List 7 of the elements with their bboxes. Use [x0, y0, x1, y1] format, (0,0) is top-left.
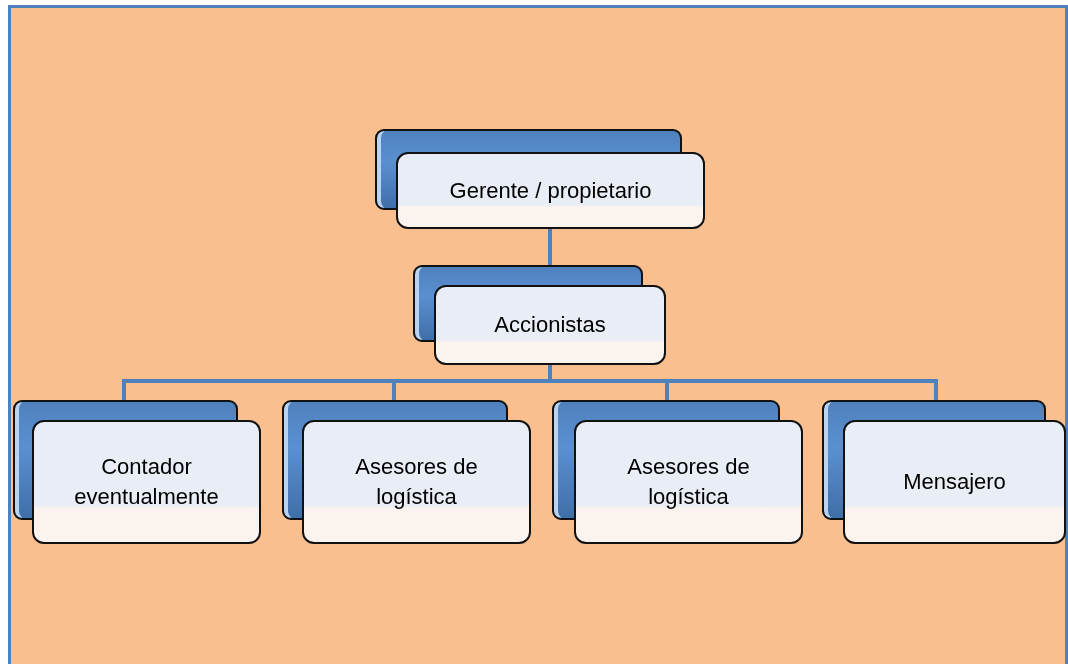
node-label: Contador eventualmente	[73, 453, 220, 511]
node-label: Gerente / propietario	[449, 176, 652, 205]
node-label: Asesores de logística	[354, 453, 479, 511]
connector-line	[548, 229, 552, 265]
node-label: Asesores de logística	[626, 453, 751, 511]
node-label: Mensajero	[903, 468, 1006, 497]
node-label: Accionistas	[494, 311, 606, 340]
